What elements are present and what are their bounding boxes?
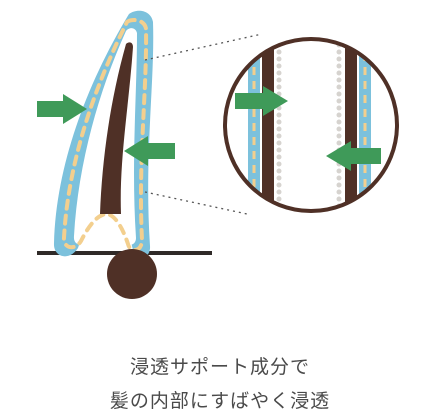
caption-line-2: 髪の内部にすばやく浸透	[109, 390, 331, 412]
left-hair-band	[262, 39, 274, 211]
hair-penetration-diagram	[37, 10, 399, 299]
zoom-circle-border	[223, 37, 399, 213]
zoom-arrow-left	[326, 141, 381, 171]
left-arrow-2	[124, 136, 175, 166]
zoom-arrow-right	[235, 86, 288, 116]
zoom-guide-bottom	[144, 191, 248, 215]
zoomed-section	[225, 39, 397, 211]
zoom-guide-top	[144, 33, 263, 61]
left-arrow-1	[37, 94, 87, 124]
hair-root	[107, 249, 157, 299]
right-hair-band	[345, 39, 357, 211]
hair-dashed-outline	[62, 18, 149, 252]
hair-strand	[100, 42, 133, 214]
caption-line-1: 浸透サポート成分で	[129, 356, 310, 378]
